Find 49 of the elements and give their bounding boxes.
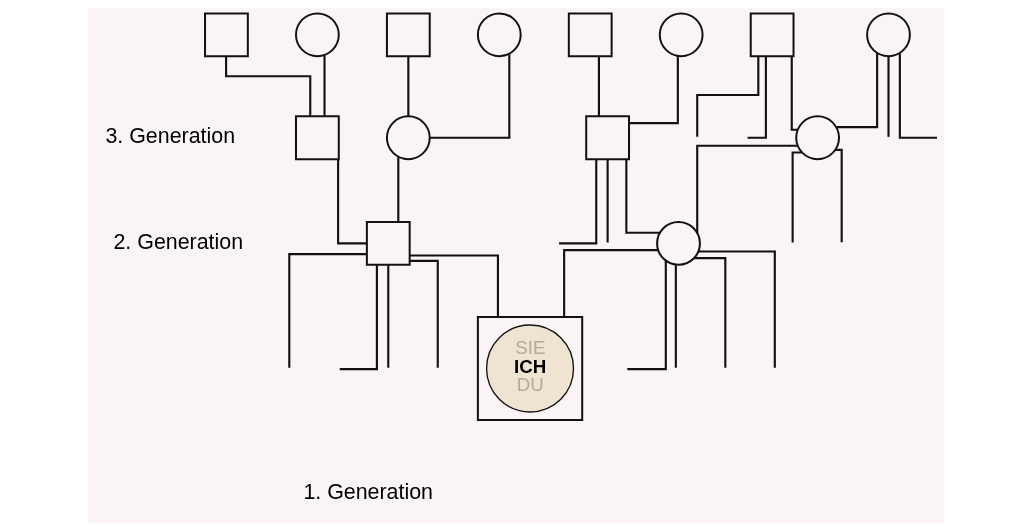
node-box	[385, 12, 431, 58]
label: 3. Generation	[105, 123, 236, 148]
cluster	[476, 316, 584, 421]
node-circle	[294, 12, 340, 58]
connector	[696, 144, 798, 233]
label: 2. Generation	[113, 229, 244, 254]
node-box	[365, 221, 411, 266]
node-box	[204, 12, 249, 58]
node-circle	[476, 12, 522, 58]
connector	[409, 254, 499, 317]
connector	[559, 159, 598, 245]
connector	[397, 157, 400, 222]
connector	[323, 55, 326, 117]
connector	[674, 265, 677, 368]
node-circle	[866, 12, 911, 58]
node-circle	[385, 115, 431, 161]
connector	[698, 250, 776, 368]
node-box	[749, 12, 795, 58]
connector	[337, 159, 367, 245]
connector	[606, 159, 609, 243]
connector	[627, 260, 667, 371]
label: 1. Generation	[303, 479, 434, 504]
connector	[835, 148, 843, 243]
connector	[694, 257, 727, 368]
node-circle	[795, 115, 840, 161]
connector	[410, 259, 439, 368]
node-circle	[656, 221, 701, 266]
connector	[288, 253, 367, 368]
connector	[790, 56, 798, 131]
connector	[429, 54, 511, 139]
connector	[791, 151, 802, 243]
connector	[387, 265, 390, 368]
node-box	[567, 12, 613, 58]
connector	[225, 56, 312, 117]
node-circle: SIE ICH DU	[485, 324, 575, 413]
node-circle	[658, 12, 704, 58]
connector	[339, 265, 378, 371]
connector	[898, 53, 938, 139]
node-box	[585, 115, 631, 161]
connector	[625, 159, 660, 234]
connector	[747, 56, 767, 139]
connector	[836, 53, 879, 129]
connector	[696, 56, 760, 137]
node-box	[294, 115, 340, 161]
connector	[597, 56, 600, 117]
connector	[887, 56, 890, 137]
connector	[407, 56, 410, 117]
connector	[563, 249, 659, 317]
connector	[629, 56, 679, 125]
